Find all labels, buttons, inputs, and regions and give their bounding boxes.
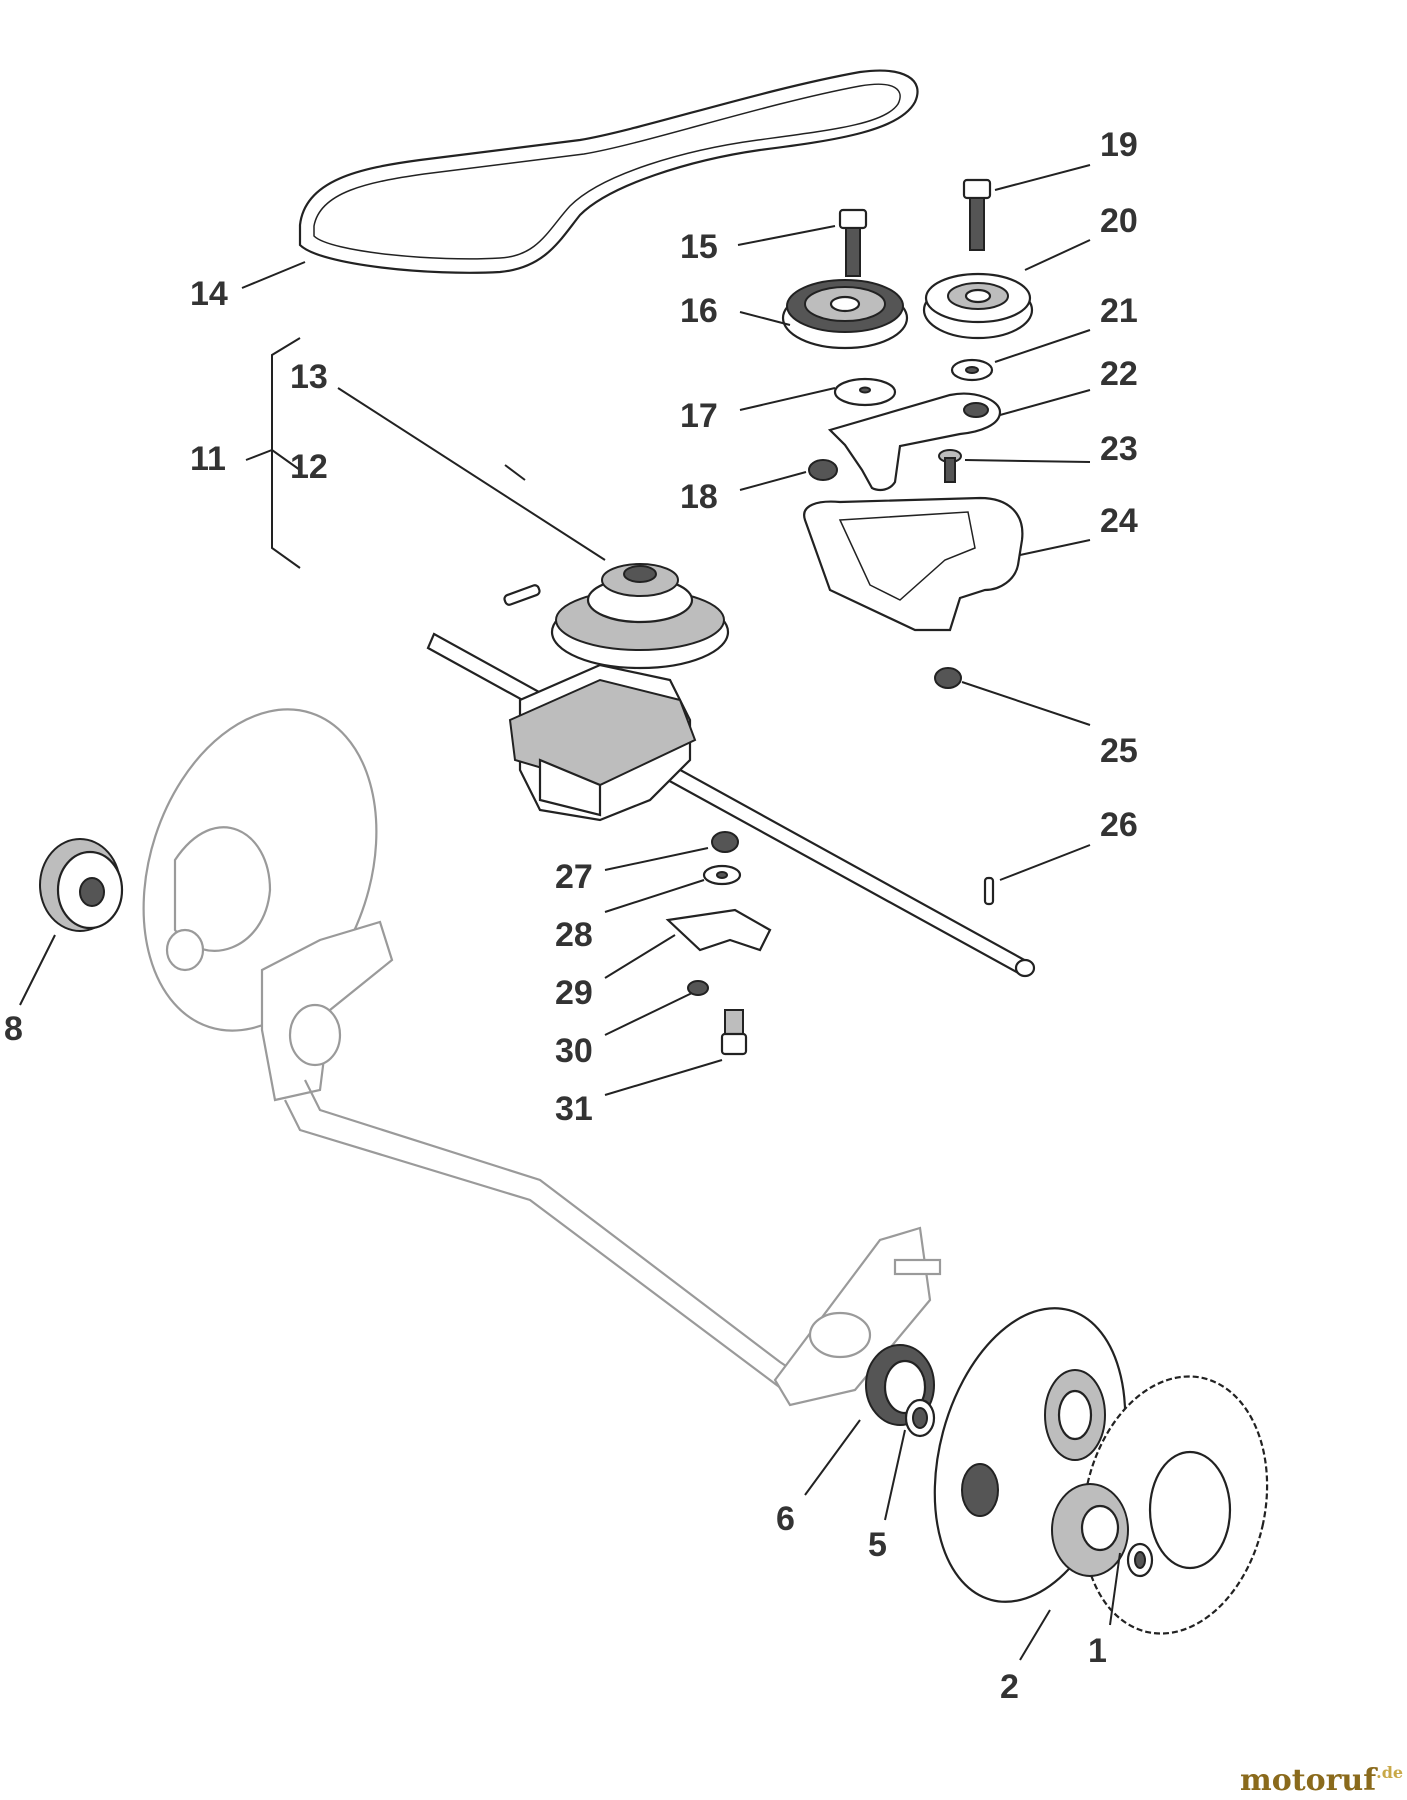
gear-8-part: [39, 838, 124, 932]
nut-18-part: [808, 459, 838, 481]
label-12: 12: [290, 448, 328, 486]
label-24: 24: [1100, 502, 1138, 540]
bracket-22-part: [827, 392, 1002, 492]
label-23: 23: [1100, 430, 1138, 468]
drive-belt-part: [298, 69, 919, 274]
label-29: 29: [555, 974, 593, 1012]
washer-17-part: [833, 377, 897, 407]
group-bracket-11: [245, 337, 301, 569]
label-2: 2: [1000, 1668, 1019, 1706]
label-20: 20: [1100, 202, 1138, 240]
label-15: 15: [680, 228, 718, 266]
label-18: 18: [680, 478, 718, 516]
label-19: 19: [1100, 126, 1138, 164]
label-8: 8: [4, 1010, 23, 1048]
pulley-20-part: [922, 272, 1034, 340]
bolt-15-part: [838, 208, 868, 277]
label-14: 14: [190, 275, 228, 313]
watermark-suffix: .de: [1376, 1763, 1403, 1782]
leader-lines: [19, 164, 1121, 1661]
screw-30-part: [687, 980, 709, 996]
washer-5-part: [904, 1398, 936, 1438]
label-5: 5: [868, 1526, 887, 1564]
label-27: 27: [555, 858, 593, 896]
label-1: 1: [1088, 1632, 1107, 1670]
label-30: 30: [555, 1032, 593, 1070]
left-wheel-hub-ghost: [142, 708, 378, 1032]
nut-25-part: [934, 667, 962, 689]
clip-29-part: [665, 908, 772, 952]
washer-1-part: [1126, 1542, 1154, 1578]
nut-27-part: [711, 831, 739, 853]
pulley-16-part: [781, 279, 909, 350]
pin-12-part: [503, 584, 541, 606]
washer-21-part: [950, 358, 994, 382]
frame-arm-ghost: [260, 920, 942, 1407]
bolt-31-part: [720, 1009, 748, 1056]
label-16: 16: [680, 292, 718, 330]
bolt-19-part: [962, 178, 992, 251]
label-17: 17: [680, 397, 718, 435]
part-labels: 1 2 5 6 8 11 12 13 14 15 16 17 18 19 20 …: [4, 126, 1138, 1706]
label-28: 28: [555, 916, 593, 954]
pinion-gear-2-part: [1051, 1483, 1129, 1577]
plate-24-part: [803, 496, 1024, 632]
label-21: 21: [1100, 292, 1138, 330]
bolt-23-part: [938, 449, 962, 483]
washer-28-part: [702, 864, 742, 886]
label-31: 31: [555, 1090, 593, 1128]
label-25: 25: [1100, 732, 1138, 770]
watermark-logo: motoruf.de: [1240, 1763, 1403, 1798]
svg-text:motoruf.de: motoruf.de: [1240, 1763, 1403, 1798]
label-13: 13: [290, 358, 328, 396]
label-11: 11: [190, 440, 226, 478]
pin-26-part: [983, 876, 995, 906]
label-6: 6: [776, 1500, 795, 1538]
watermark-brand: motoruf: [1240, 1763, 1378, 1798]
gearbox-assembly-part: [426, 563, 1036, 978]
label-22: 22: [1100, 355, 1138, 393]
label-26: 26: [1100, 806, 1138, 844]
